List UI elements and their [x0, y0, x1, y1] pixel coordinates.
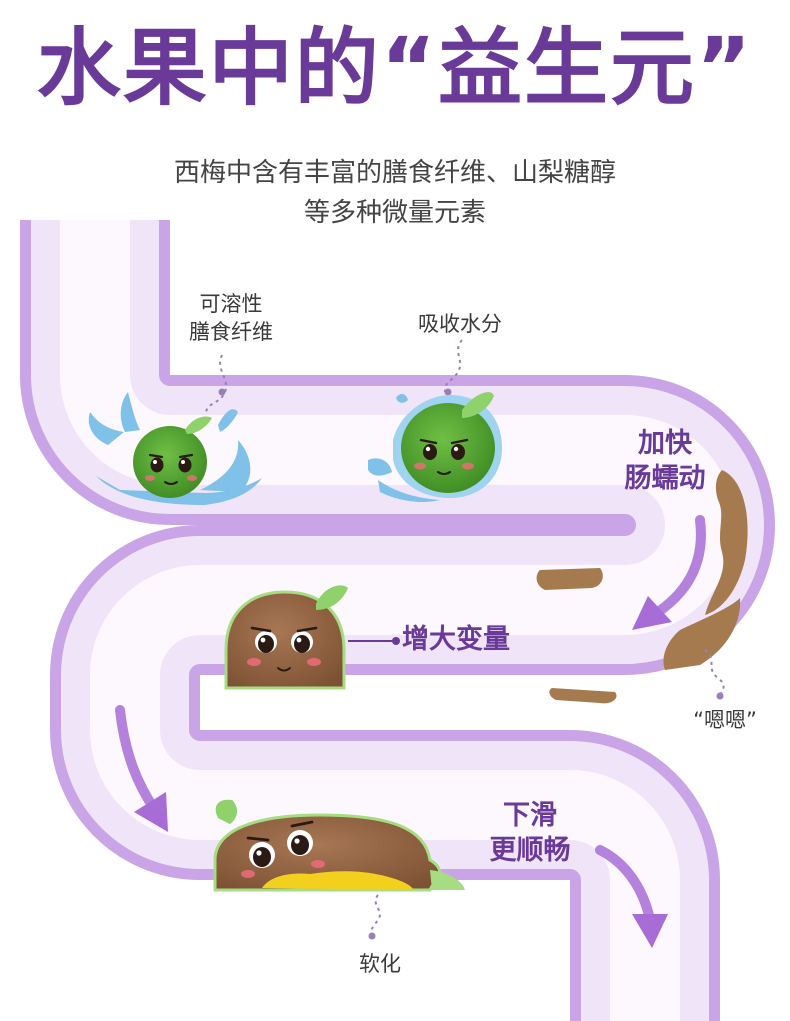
flow-arrow-bottom	[595, 845, 668, 948]
label-sound: “嗯嗯”	[693, 708, 757, 732]
label-absorb-water: 吸收水分	[418, 312, 502, 336]
callout-lines	[205, 339, 725, 937]
subtitle-line-2: 等多种微量元素	[303, 198, 486, 228]
label-increase-volume: 增大变量	[402, 624, 510, 655]
water-absorbing-blob	[368, 392, 502, 503]
label-speed-up-line2: 肠蠕动	[624, 463, 706, 495]
flow-arrow-right	[632, 515, 706, 630]
label-soluble-fiber-line1: 可溶性	[199, 292, 263, 316]
stool-patches	[536, 470, 748, 704]
label-slide: 下滑 更顺畅	[470, 798, 590, 868]
label-slide-line2: 更顺畅	[489, 835, 571, 867]
volume-connector	[348, 637, 400, 645]
label-slide-line1: 下滑	[503, 800, 557, 831]
subtitle-line-1: 西梅中含有丰富的膳食纤维、山梨糖醇	[173, 158, 616, 188]
label-soluble-fiber-line2: 膳食纤维	[189, 320, 273, 345]
label-speed-up: 加快 肠蠕动	[595, 426, 735, 496]
page-title: 水果中的“益生元”	[36, 19, 754, 117]
label-soluble-fiber: 可溶性 膳食纤维	[176, 290, 286, 347]
callout-dots	[218, 388, 724, 940]
flow-arrow-left	[115, 705, 168, 832]
label-speed-up-line1: 加快	[638, 428, 692, 459]
brown-volume-blob	[224, 585, 348, 690]
fiber-blob-splash	[88, 392, 262, 505]
label-soften: 软化	[359, 952, 401, 976]
softened-blob	[213, 799, 465, 892]
